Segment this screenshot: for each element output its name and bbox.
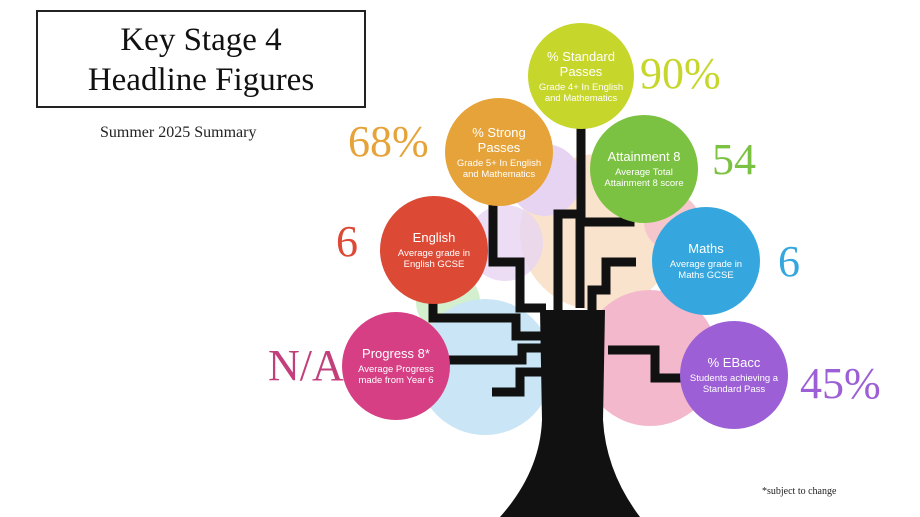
title-line-1: Key Stage 4: [120, 22, 282, 58]
attainment-8-value: 54: [712, 135, 756, 184]
ebacc-value: 45%: [800, 359, 881, 408]
tree-trunk: [500, 310, 640, 517]
english-circle: English Average grade in English GCSE: [380, 196, 488, 304]
strong-passes-title: % Strong Passes: [472, 124, 526, 155]
english-value: 6: [336, 217, 358, 266]
progress-8-circle: Progress 8* Average Progress made from Y…: [342, 312, 450, 420]
subtitle: Summer 2025 Summary: [100, 124, 257, 141]
ebacc-circle: % EBacc Students achieving a Standard Pa…: [680, 321, 788, 429]
standard-passes-value: 90%: [640, 49, 721, 98]
maths-circle: Maths Average grade in Maths GCSE: [652, 207, 760, 315]
progress-8-desc: Average Progress made from Year 6: [358, 364, 434, 386]
english-desc: Average grade in English GCSE: [397, 248, 471, 270]
attainment-8-circle: Attainment 8 Average Total Attainment 8 …: [590, 115, 698, 223]
standard-passes-desc: Grade 4+ In English and Mathematics: [538, 81, 624, 104]
maths-desc: Average grade in Maths GCSE: [669, 259, 743, 281]
standard-passes-circle: % Standard Passes Grade 4+ In English an…: [528, 23, 634, 129]
ebacc-desc: Students achieving a Standard Pass: [689, 373, 779, 395]
title-line-2: Headline Figures: [87, 62, 315, 98]
attainment-8-desc: Average Total Attainment 8 score: [604, 167, 684, 189]
progress-8-title: Progress 8*: [362, 346, 430, 361]
strong-passes-circle: % Strong Passes Grade 5+ In English and …: [445, 98, 553, 206]
maths-title: Maths: [688, 241, 724, 256]
progress-8-value: N/A: [268, 341, 344, 390]
standard-passes-title: % Standard Passes: [547, 48, 615, 79]
strong-passes-value: 68%: [348, 117, 429, 166]
english-title: English: [412, 230, 456, 245]
ebacc-title: % EBacc: [707, 355, 761, 370]
maths-value: 6: [778, 237, 800, 286]
footnote: *subject to change: [762, 486, 837, 497]
strong-passes-desc: Grade 5+ In English and Mathematics: [456, 157, 542, 180]
title-box: Key Stage 4 Headline Figures: [36, 10, 366, 108]
attainment-8-title: Attainment 8: [607, 149, 681, 164]
